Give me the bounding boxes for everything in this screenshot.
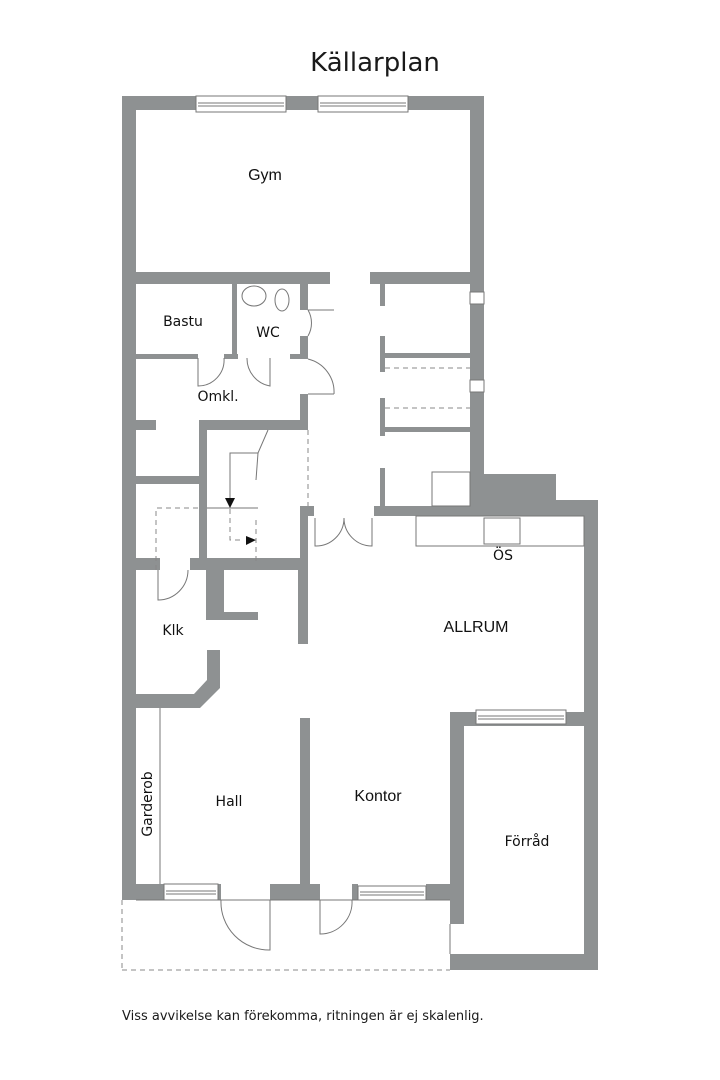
room-bastu: Bastu bbox=[163, 314, 203, 330]
disclaimer: Viss avvikelse kan förekomma, ritningen … bbox=[122, 1009, 484, 1024]
stair-arrows bbox=[225, 498, 256, 545]
room-wc: WC bbox=[256, 325, 280, 341]
room-os: ÖS bbox=[493, 548, 513, 564]
room-allrum: ALLRUM bbox=[443, 619, 509, 636]
plan-title: Källarplan bbox=[310, 48, 440, 78]
dashed-lines bbox=[121, 367, 470, 971]
room-hall: Hall bbox=[215, 794, 243, 810]
room-forrad: Förråd bbox=[504, 834, 550, 850]
room-klk: Klk bbox=[162, 623, 184, 639]
room-garderob: Garderob bbox=[140, 771, 156, 837]
room-gym: Gym bbox=[248, 167, 282, 184]
windows bbox=[163, 95, 567, 901]
fixtures bbox=[136, 285, 585, 954]
walls bbox=[122, 96, 598, 970]
room-omkl: Omkl. bbox=[197, 389, 239, 405]
room-kontor: Kontor bbox=[354, 788, 402, 805]
